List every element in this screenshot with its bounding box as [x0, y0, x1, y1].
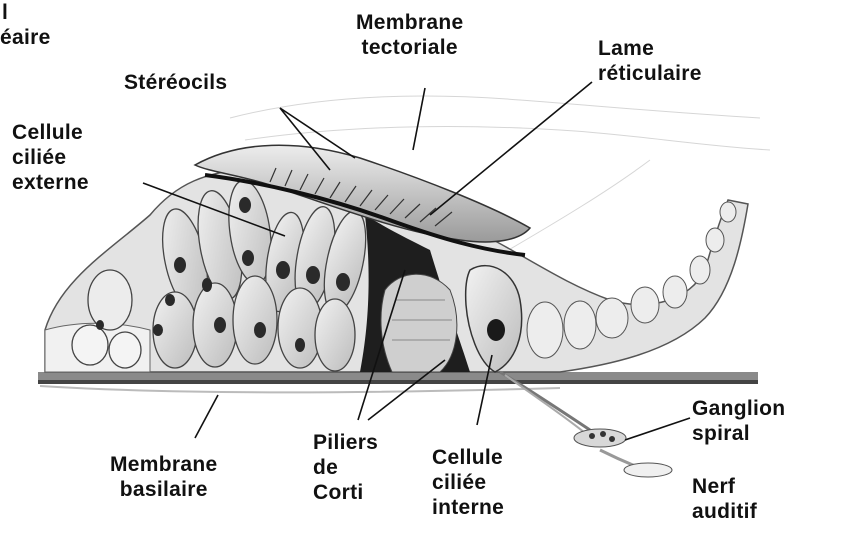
label-ganglion-spiral: Ganglion spiral [692, 396, 785, 446]
label-cellule-ciliee-externe: Cellule ciliée externe [12, 120, 89, 195]
leader-lame-reticulaire [430, 82, 592, 215]
label-stereocils: Stéréocils [124, 70, 227, 95]
leader-membrane-basilaire [195, 395, 218, 438]
label-nerf-auditif: Nerf auditif [692, 474, 757, 524]
label-membrane-basilaire: Membrane basilaire [110, 452, 217, 502]
leader-membrane-tectoriale [413, 88, 425, 150]
label-lame-reticulaire: Lame réticulaire [598, 36, 702, 86]
leader-ganglion-spiral [625, 418, 690, 440]
basilar-membrane [38, 372, 758, 392]
label-piliers-de-corti: Piliers de Corti [313, 430, 378, 505]
label-cellule-ciliee-interne: Cellule ciliée interne [432, 445, 504, 520]
auditory-nerve [600, 450, 672, 477]
label-membrane-tectoriale: Membrane tectoriale [356, 10, 463, 60]
label-cut-top-left: l éaire [0, 0, 51, 50]
